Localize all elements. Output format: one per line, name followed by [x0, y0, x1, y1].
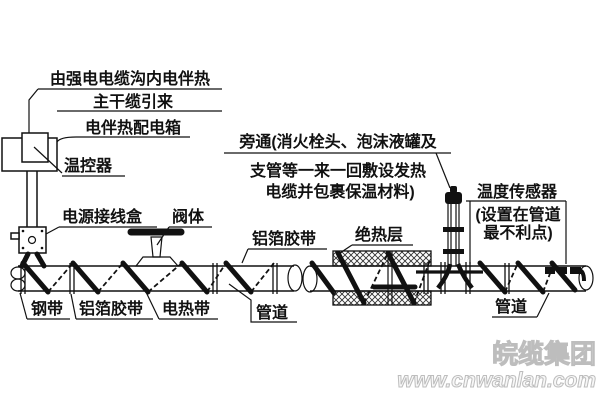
label-foil-tape-upper: 铝箔胶带 [252, 229, 316, 248]
label-temp-sensor: 温度传感器 [476, 182, 558, 201]
power-junction-box [10, 226, 47, 269]
label-incoming-line1: 由强电电缆沟内电伴热 [50, 69, 210, 88]
label-temp-sensor-note1: (设置在管道 [475, 205, 560, 224]
temperature-sensor-element [545, 267, 586, 282]
pipe-main [10, 264, 594, 293]
riser-top-cap [445, 192, 462, 204]
heating-cable-zigzag [20, 260, 578, 296]
label-bypass-line3: 电缆并包裹保温材料) [265, 182, 414, 201]
label-foil-tape-lower: 铝箔胶带 [79, 299, 143, 318]
conduit [26, 171, 38, 227]
label-heating-band: 电热带 [162, 299, 210, 318]
valve [127, 228, 185, 267]
leader-lines [19, 88, 567, 323]
bypass-riser [436, 186, 474, 290]
label-bypass-line2: 支管等一来一回敷设发热 [249, 161, 426, 180]
label-valve-body: 阀体 [172, 207, 205, 226]
label-insulation-layer: 绝热层 [355, 225, 403, 244]
watermark-url: www.cnwanlan.com [397, 369, 596, 392]
pipe-bands [20, 262, 510, 294]
label-pipe-left: 管道 [256, 303, 288, 322]
valve-base [134, 256, 180, 267]
riser-band [443, 227, 464, 232]
label-power-junction-box: 电源接线盒 [62, 207, 143, 226]
pipe-right-end-cap [578, 265, 594, 291]
label-thermostat: 温控器 [63, 156, 113, 175]
label-bypass-line1: 旁通(消火栓头、泡沫液罐及 [238, 132, 437, 151]
watermark: 皖缆集团 www.cnwanlan.com [397, 339, 597, 393]
insulation-section [332, 250, 432, 306]
pipe-left-end-cap [10, 266, 26, 292]
label-temp-sensor-note2: 最不利点) [483, 223, 552, 242]
pipe-joint [287, 264, 318, 293]
watermark-company: 皖缆集团 [492, 339, 596, 369]
label-distribution-box: 电伴热配电箱 [85, 118, 181, 137]
label-pipe-right: 管道 [495, 297, 527, 316]
label-incoming-line2: 主干缆引来 [93, 92, 174, 111]
distribution-box [1, 132, 58, 172]
riser-band [443, 249, 464, 254]
incoming-cable-line [28, 88, 39, 134]
label-steel-band: 钢带 [31, 299, 63, 318]
